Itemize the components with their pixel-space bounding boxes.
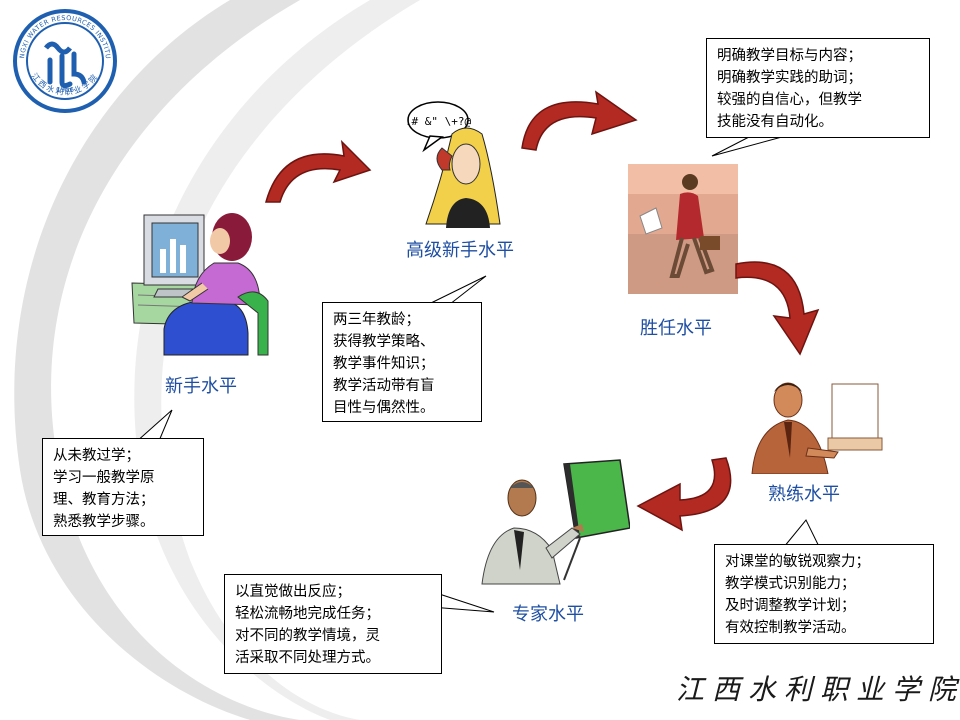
arrow-advanced-to-competent <box>521 90 638 151</box>
advanced-beginner-phone-figure: !# &" \+?@ <box>405 101 501 228</box>
bubble-line: 明确教学目标与内容； <box>717 48 862 64</box>
bubble-line: 活采取不同处理方式。 <box>235 650 380 666</box>
expert-presenter-figure <box>481 459 630 585</box>
novice-computer-figure <box>131 213 269 356</box>
competent-walking-figure <box>628 164 738 294</box>
bubble-line: 熟悉教学步骤。 <box>53 514 155 530</box>
stage-label-competent: 胜任水平 <box>640 318 712 339</box>
arrow-novice-to-advanced <box>265 139 372 203</box>
bubble-line: 较强的自信心，但教学 <box>717 92 862 108</box>
bubble-line: 有效控制教学活动。 <box>725 620 856 636</box>
bubble-novice: 从未教过学； 学习一般教学原 理、教育方法； 熟悉教学步骤。 <box>42 438 204 536</box>
bubble-line: 及时调整教学计划； <box>725 598 856 614</box>
bubble-line: 教学模式识别能力； <box>725 576 856 592</box>
institute-logo: 1956 JIANGXI WATER RESOURCES INSTITUTE 江… <box>12 8 117 113</box>
bubble-line: 明确教学实践的助词； <box>717 70 862 86</box>
bubble-line: 教学事件知识； <box>333 356 435 372</box>
stage-label-advanced-beginner: 高级新手水平 <box>406 240 514 261</box>
bubble-line: 目性与偶然性。 <box>333 400 435 416</box>
bubble-line: 以直觉做出反应； <box>235 584 351 600</box>
bubble-line: 教学活动带有盲 <box>333 378 435 394</box>
bubble-proficient: 对课堂的敏锐观察力； 教学模式识别能力； 及时调整教学计划； 有效控制教学活动。 <box>714 544 934 644</box>
bubble-line: 理、教育方法； <box>53 492 155 508</box>
bubble-line: 获得教学策略、 <box>333 334 435 350</box>
bubble-line: 学习一般教学原 <box>53 470 155 486</box>
bubble-line: 技能没有自动化。 <box>717 114 833 130</box>
stage-label-proficient: 熟练水平 <box>768 484 840 505</box>
bubble-line: 两三年教龄； <box>333 312 420 328</box>
stage-label-novice: 新手水平 <box>165 376 237 397</box>
bubble-line: 轻松流畅地完成任务； <box>235 606 380 622</box>
bubble-line: 对课堂的敏锐观察力； <box>725 554 870 570</box>
bubble-line: 对不同的教学情境，灵 <box>235 628 380 644</box>
stage-label-expert: 专家水平 <box>512 604 584 625</box>
logo-year: 1956 <box>56 86 74 94</box>
arrow-competent-to-proficient <box>735 261 820 356</box>
bubble-line: 从未教过学； <box>53 448 140 464</box>
bubble-competent: 明确教学目标与内容； 明确教学实践的助词； 较强的自信心，但教学 技能没有自动化… <box>706 38 930 138</box>
proficient-desk-figure <box>751 382 883 474</box>
cartoon-speech-text: !# &" \+?@ <box>405 115 472 128</box>
arrow-proficient-to-expert <box>636 457 732 532</box>
bubble-expert: 以直觉做出反应； 轻松流畅地完成任务； 对不同的教学情境，灵 活采取不同处理方式… <box>224 574 442 674</box>
footer-brand: 江西水利职业学院 <box>676 673 960 706</box>
bubble-advanced-beginner: 两三年教龄； 获得教学策略、 教学事件知识； 教学活动带有盲 目性与偶然性。 <box>322 302 482 422</box>
